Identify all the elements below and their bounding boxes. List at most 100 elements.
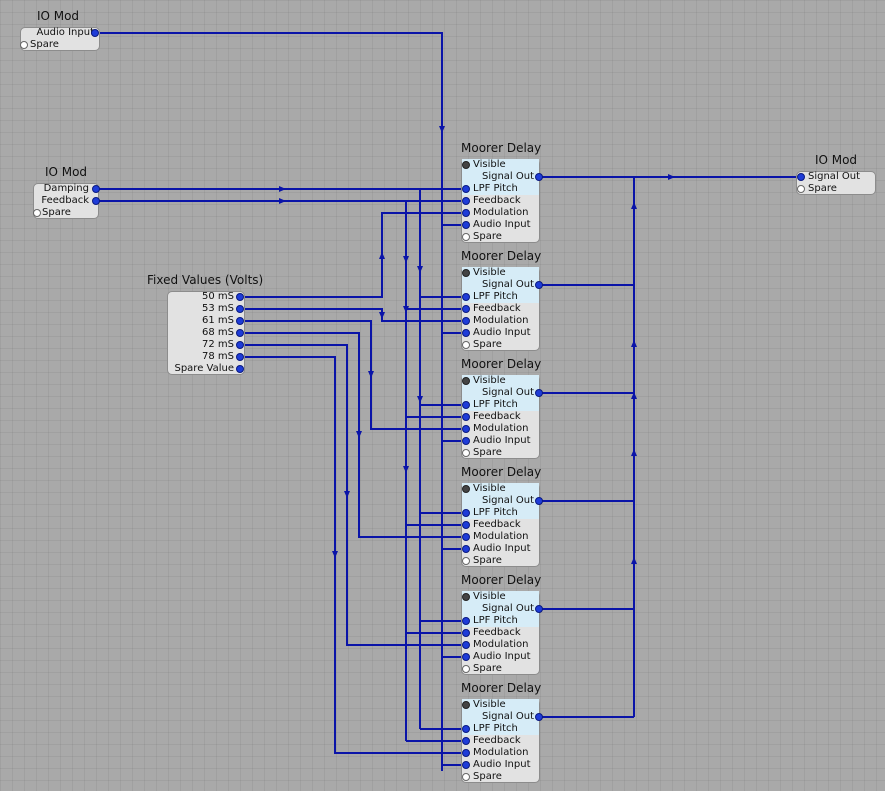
port-fixed-61[interactable]: 61 mS [167, 315, 245, 327]
port-modulation[interactable]: Modulation [462, 531, 539, 543]
input-jack-icon[interactable] [462, 317, 470, 325]
port-signal-out[interactable]: Signal Out [796, 171, 876, 183]
moorer-delay-module-2[interactable]: Moorer Delay Visible Signal Out LPF Pitc… [461, 249, 543, 351]
port-modulation[interactable]: Modulation [462, 747, 539, 759]
port-feedback[interactable]: Feedback [462, 195, 539, 207]
output-jack-icon[interactable] [535, 173, 543, 181]
port-fixed-72[interactable]: 72 mS [167, 339, 245, 351]
output-jack-icon[interactable] [92, 197, 100, 205]
output-jack-icon[interactable] [535, 713, 543, 721]
port-spare[interactable]: Spare [462, 339, 539, 351]
input-jack-icon[interactable] [462, 221, 470, 229]
input-jack-icon[interactable] [462, 617, 470, 625]
port-spare[interactable]: Spare [462, 555, 539, 567]
port-spare[interactable]: Spare [462, 771, 539, 783]
input-jack-icon[interactable] [20, 41, 28, 49]
input-jack-icon[interactable] [462, 509, 470, 517]
port-spare[interactable]: Spare [33, 207, 99, 219]
output-jack-icon[interactable] [236, 365, 244, 373]
port-spare[interactable]: Spare [462, 663, 539, 675]
input-jack-icon[interactable] [462, 545, 470, 553]
input-jack-icon[interactable] [462, 185, 470, 193]
output-jack-icon[interactable] [236, 305, 244, 313]
input-jack-icon[interactable] [462, 773, 470, 781]
output-jack-icon[interactable] [535, 281, 543, 289]
output-jack-icon[interactable] [236, 317, 244, 325]
input-jack-icon[interactable] [462, 665, 470, 673]
visibility-toggle-icon[interactable] [462, 269, 470, 277]
port-signal-out[interactable]: Signal Out [462, 603, 543, 615]
port-audio-input[interactable]: Audio Input [462, 651, 539, 663]
output-jack-icon[interactable] [236, 329, 244, 337]
port-visible[interactable]: Visible [462, 591, 539, 603]
output-jack-icon[interactable] [92, 185, 100, 193]
port-feedback[interactable]: Feedback [462, 735, 539, 747]
output-jack-icon[interactable] [236, 353, 244, 361]
port-fixed-53[interactable]: 53 mS [167, 303, 245, 315]
port-signal-out[interactable]: Signal Out [462, 387, 543, 399]
port-visible[interactable]: Visible [462, 267, 539, 279]
input-jack-icon[interactable] [462, 293, 470, 301]
input-jack-icon[interactable] [462, 521, 470, 529]
port-visible[interactable]: Visible [462, 375, 539, 387]
input-jack-icon[interactable] [462, 341, 470, 349]
visibility-toggle-icon[interactable] [462, 701, 470, 709]
port-lpf-pitch[interactable]: LPF Pitch [462, 507, 539, 519]
port-signal-out[interactable]: Signal Out [462, 171, 543, 183]
port-lpf-pitch[interactable]: LPF Pitch [462, 183, 539, 195]
output-jack-icon[interactable] [535, 497, 543, 505]
port-spare[interactable]: Spare [796, 183, 876, 195]
output-jack-icon[interactable] [236, 341, 244, 349]
port-audio-input[interactable]: Audio Input [462, 435, 539, 447]
port-audio-input[interactable]: Audio Input [462, 543, 539, 555]
moorer-delay-module-4[interactable]: Moorer Delay Visible Signal Out LPF Pitc… [461, 465, 543, 567]
port-audio-input[interactable]: Audio Input [462, 327, 539, 339]
input-jack-icon[interactable] [462, 641, 470, 649]
input-jack-icon[interactable] [462, 629, 470, 637]
port-modulation[interactable]: Modulation [462, 207, 539, 219]
port-feedback[interactable]: Feedback [462, 411, 539, 423]
input-jack-icon[interactable] [462, 305, 470, 313]
input-jack-icon[interactable] [462, 329, 470, 337]
input-jack-icon[interactable] [462, 233, 470, 241]
input-jack-icon[interactable] [462, 197, 470, 205]
io-mod-audio-input-module[interactable]: IO Mod Audio Input Spare [20, 9, 100, 51]
moorer-delay-module-6[interactable]: Moorer Delay Visible Signal Out LPF Pitc… [461, 681, 543, 783]
input-jack-icon[interactable] [462, 437, 470, 445]
input-jack-icon[interactable] [462, 533, 470, 541]
port-spare[interactable]: Spare [20, 39, 100, 51]
input-jack-icon[interactable] [462, 725, 470, 733]
visibility-toggle-icon[interactable] [462, 485, 470, 493]
port-signal-out[interactable]: Signal Out [462, 495, 543, 507]
port-spare-value[interactable]: Spare Value [167, 363, 245, 375]
port-modulation[interactable]: Modulation [462, 423, 539, 435]
port-spare[interactable]: Spare [462, 231, 539, 243]
input-jack-icon[interactable] [462, 557, 470, 565]
output-jack-icon[interactable] [91, 29, 99, 37]
port-feedback[interactable]: Feedback [462, 303, 539, 315]
fixed-values-module[interactable]: Fixed Values (Volts) 50 mS 53 mS 61 mS 6… [147, 273, 263, 375]
port-fixed-50[interactable]: 50 mS [167, 291, 245, 303]
visibility-toggle-icon[interactable] [462, 161, 470, 169]
port-lpf-pitch[interactable]: LPF Pitch [462, 399, 539, 411]
input-jack-icon[interactable] [797, 185, 805, 193]
moorer-delay-module-1[interactable]: Moorer Delay Visible Signal Out LPF Pitc… [461, 141, 543, 243]
moorer-delay-module-3[interactable]: Moorer Delay Visible Signal Out LPF Pitc… [461, 357, 543, 459]
input-jack-icon[interactable] [462, 737, 470, 745]
port-fixed-78[interactable]: 78 mS [167, 351, 245, 363]
input-jack-icon[interactable] [797, 173, 805, 181]
input-jack-icon[interactable] [33, 209, 41, 217]
input-jack-icon[interactable] [462, 413, 470, 421]
moorer-delay-module-5[interactable]: Moorer Delay Visible Signal Out LPF Pitc… [461, 573, 543, 675]
input-jack-icon[interactable] [462, 401, 470, 409]
port-feedback[interactable]: Feedback [462, 519, 539, 531]
port-visible[interactable]: Visible [462, 699, 539, 711]
input-jack-icon[interactable] [462, 653, 470, 661]
input-jack-icon[interactable] [462, 761, 470, 769]
input-jack-icon[interactable] [462, 425, 470, 433]
port-audio-input[interactable]: Audio Input [20, 27, 120, 39]
port-signal-out[interactable]: Signal Out [462, 711, 543, 723]
input-jack-icon[interactable] [462, 449, 470, 457]
visibility-toggle-icon[interactable] [462, 593, 470, 601]
port-damping[interactable]: Damping [33, 183, 100, 195]
